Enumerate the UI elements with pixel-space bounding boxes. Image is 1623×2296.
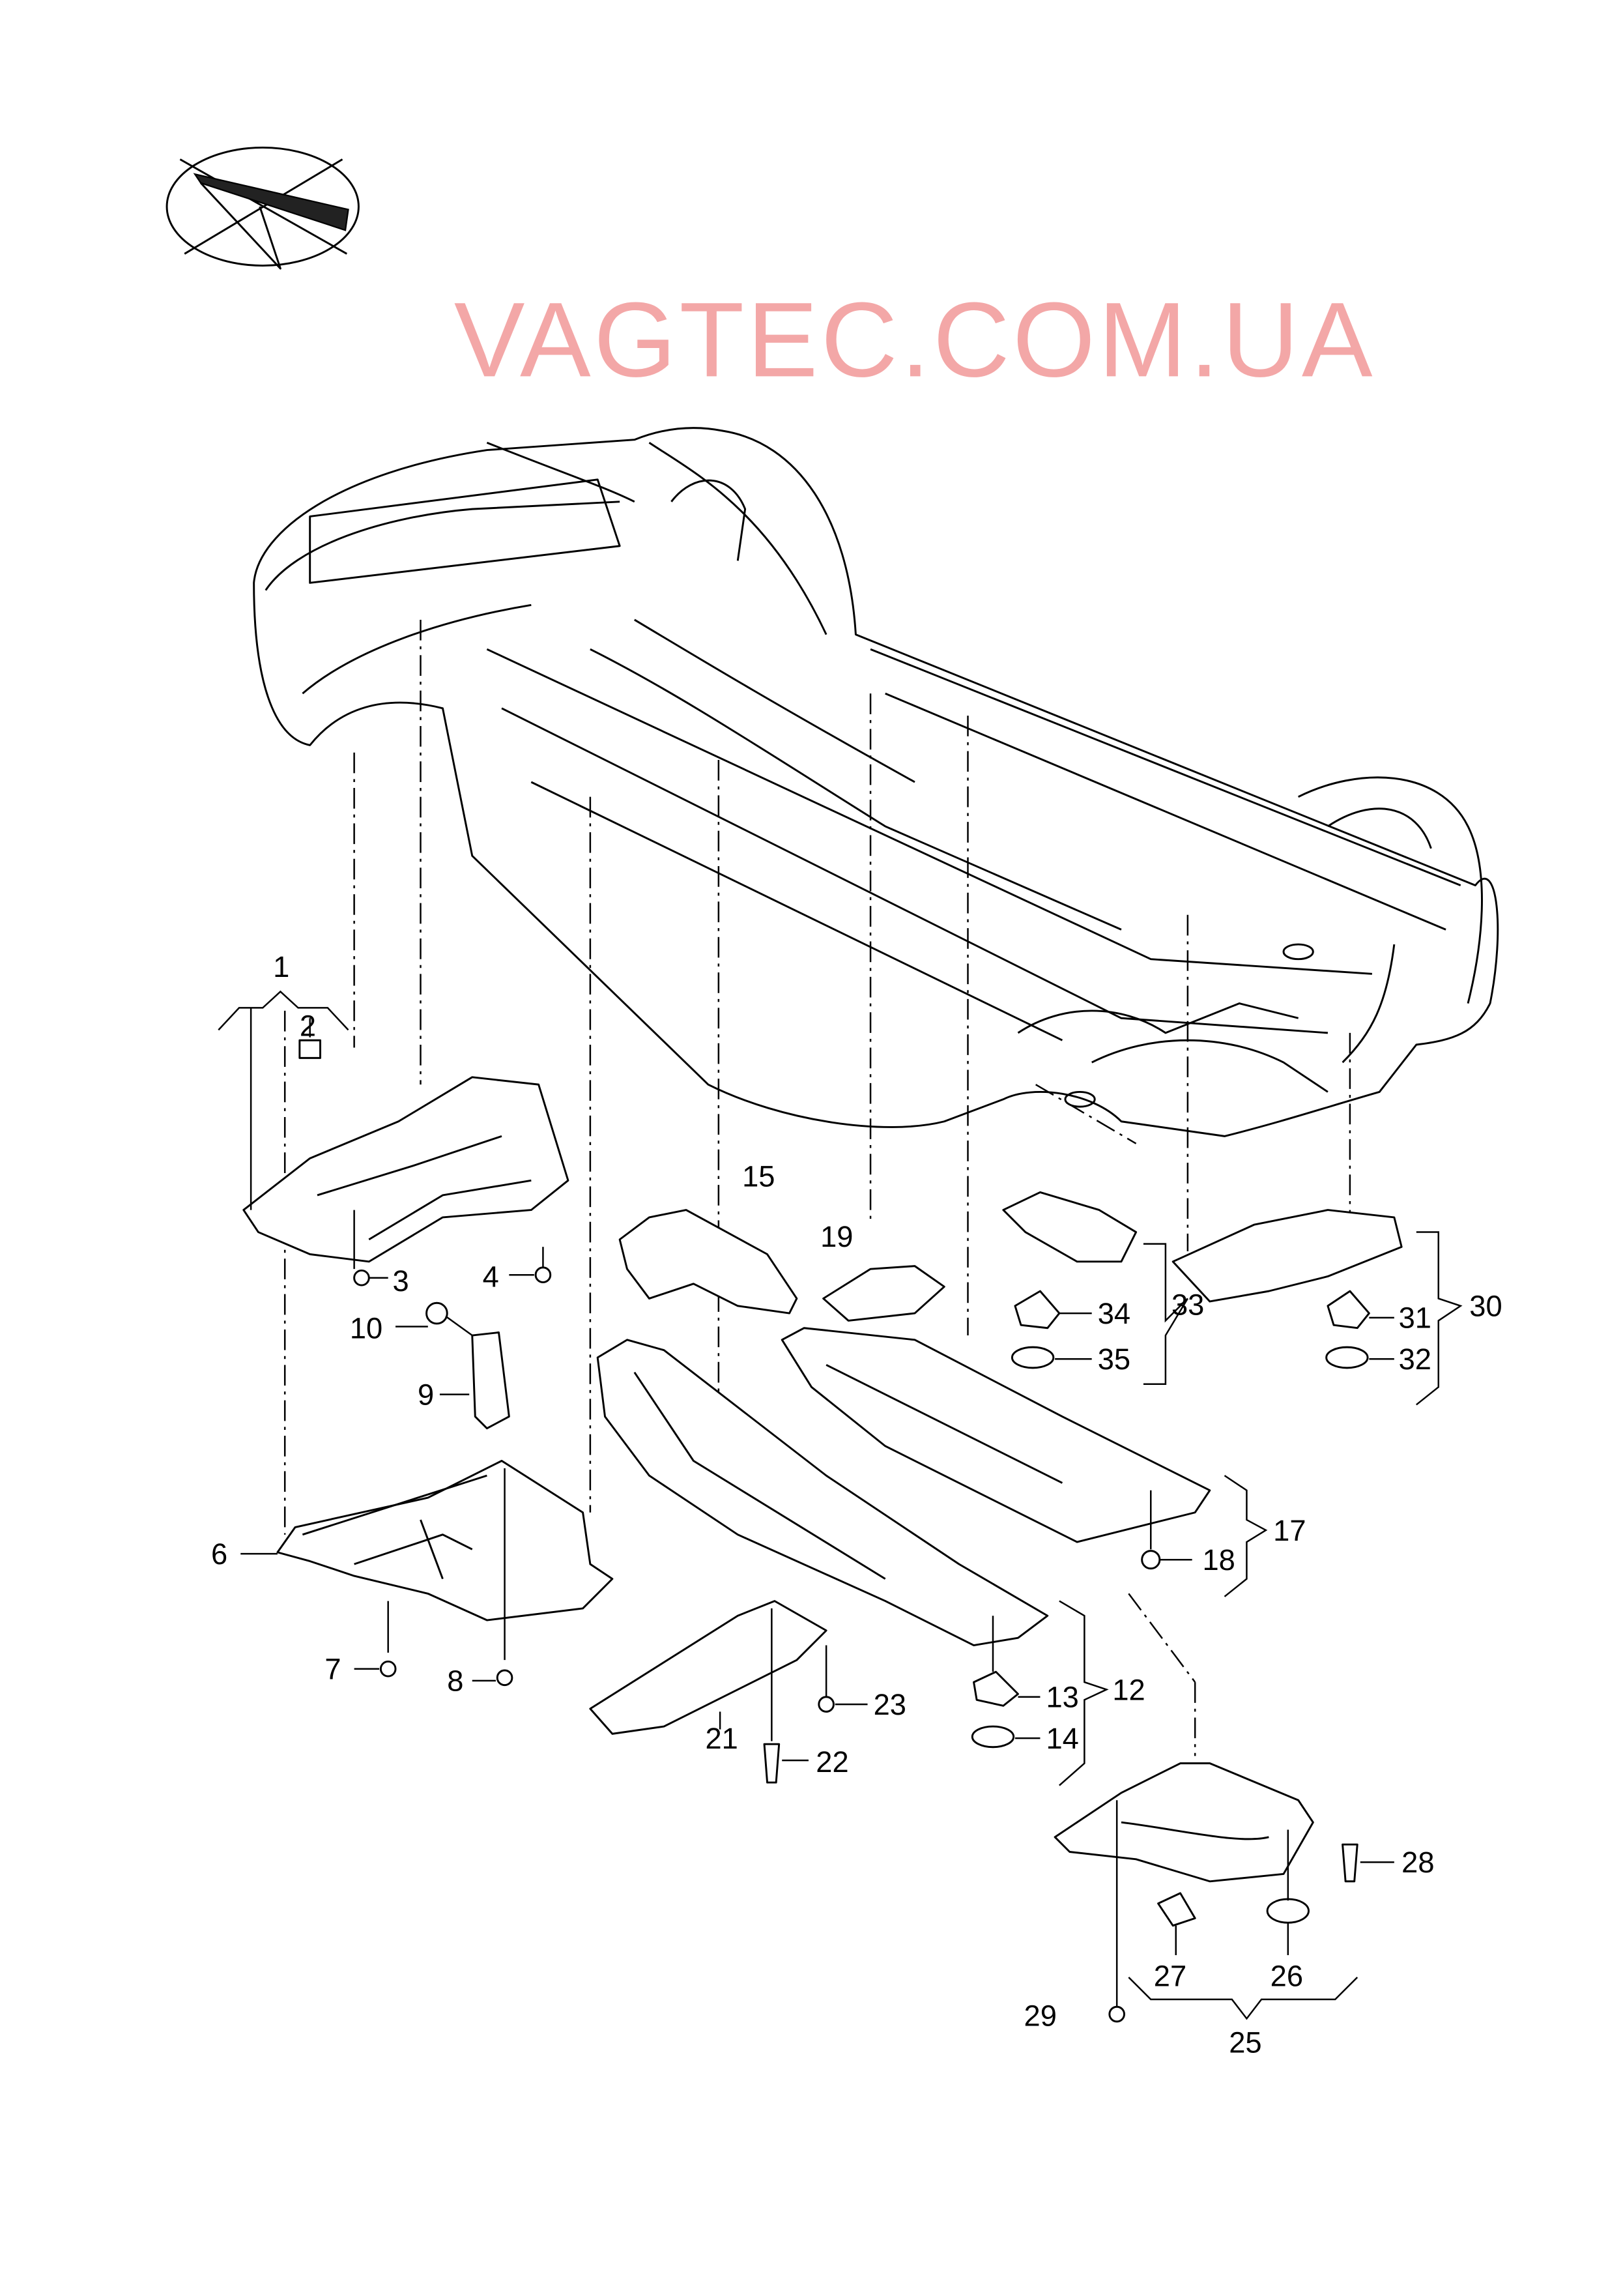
label-31: 31 <box>1399 1301 1431 1335</box>
label-26: 26 <box>1271 1960 1303 1993</box>
bolt-29 <box>1108 2005 1125 2023</box>
label-7: 7 <box>324 1653 341 1686</box>
vehicle-underbody <box>253 427 1499 1137</box>
part-9-bracket <box>471 1331 510 1430</box>
label-21: 21 <box>705 1722 738 1755</box>
label-15: 15 <box>742 1159 775 1193</box>
bolt-3 <box>353 1269 370 1286</box>
label-2: 2 <box>300 1009 316 1042</box>
bolt-8 <box>496 1669 513 1687</box>
label-13: 13 <box>1046 1681 1078 1714</box>
part-12-side-shield <box>596 1339 1049 1646</box>
part-25-rear-shield <box>1054 1762 1314 1883</box>
part-labels: 1 2 3 4 6 7 8 9 10 12 13 14 15 17 18 19 … <box>211 950 1502 2059</box>
label-8: 8 <box>447 1664 463 1698</box>
part-27-nut <box>1157 1892 1196 1927</box>
part-18-clip <box>1141 1550 1161 1570</box>
bolt-4 <box>534 1266 552 1284</box>
label-10: 10 <box>350 1312 382 1345</box>
label-30: 30 <box>1469 1290 1502 1323</box>
label-22: 22 <box>816 1745 848 1779</box>
label-28: 28 <box>1401 1846 1434 1879</box>
label-1: 1 <box>273 950 289 983</box>
label-17: 17 <box>1273 1514 1306 1547</box>
label-33: 33 <box>1171 1288 1204 1321</box>
watermark: VAGTEC.COM.UA <box>454 280 1375 399</box>
label-3: 3 <box>392 1264 409 1298</box>
part-21-cover <box>589 1600 827 1735</box>
bolt-10 <box>425 1301 448 1325</box>
label-32: 32 <box>1399 1343 1431 1376</box>
label-9: 9 <box>418 1378 434 1411</box>
label-35: 35 <box>1098 1343 1130 1376</box>
label-34: 34 <box>1098 1297 1130 1330</box>
alignment-lines <box>283 619 1351 1756</box>
label-27: 27 <box>1154 1960 1186 1993</box>
label-29: 29 <box>1024 1999 1057 2033</box>
part-35-clip <box>1011 1346 1055 1369</box>
part-17-tunnel-shield <box>781 1327 1211 1543</box>
label-14: 14 <box>1046 1722 1078 1755</box>
part-30-shield <box>1171 1209 1403 1303</box>
part-28-pin <box>1342 1843 1358 1883</box>
bolt-7 <box>379 1660 397 1678</box>
part-33 <box>1002 1191 1138 1263</box>
part-26-clip <box>1266 1898 1310 1924</box>
part-14-clip <box>971 1725 1015 1749</box>
part-15 <box>618 1209 798 1315</box>
part-22-pin <box>763 1743 781 1784</box>
view-direction-icon <box>165 146 360 270</box>
part-32-clip <box>1325 1346 1369 1369</box>
label-4: 4 <box>483 1260 499 1293</box>
part-1-front-shield <box>242 1018 569 1270</box>
part-13-nut <box>973 1670 1019 1707</box>
label-23: 23 <box>874 1688 906 1721</box>
part-34-nut <box>1014 1290 1061 1330</box>
part-31-nut <box>1327 1290 1370 1330</box>
part-6-engine-shield <box>240 1460 614 1661</box>
label-12: 12 <box>1112 1673 1145 1706</box>
part-19 <box>822 1265 945 1322</box>
label-25: 25 <box>1229 2026 1261 2059</box>
label-6: 6 <box>211 1537 227 1571</box>
bolt-23 <box>818 1696 835 1713</box>
label-19: 19 <box>820 1220 853 1253</box>
label-18: 18 <box>1202 1543 1235 1577</box>
